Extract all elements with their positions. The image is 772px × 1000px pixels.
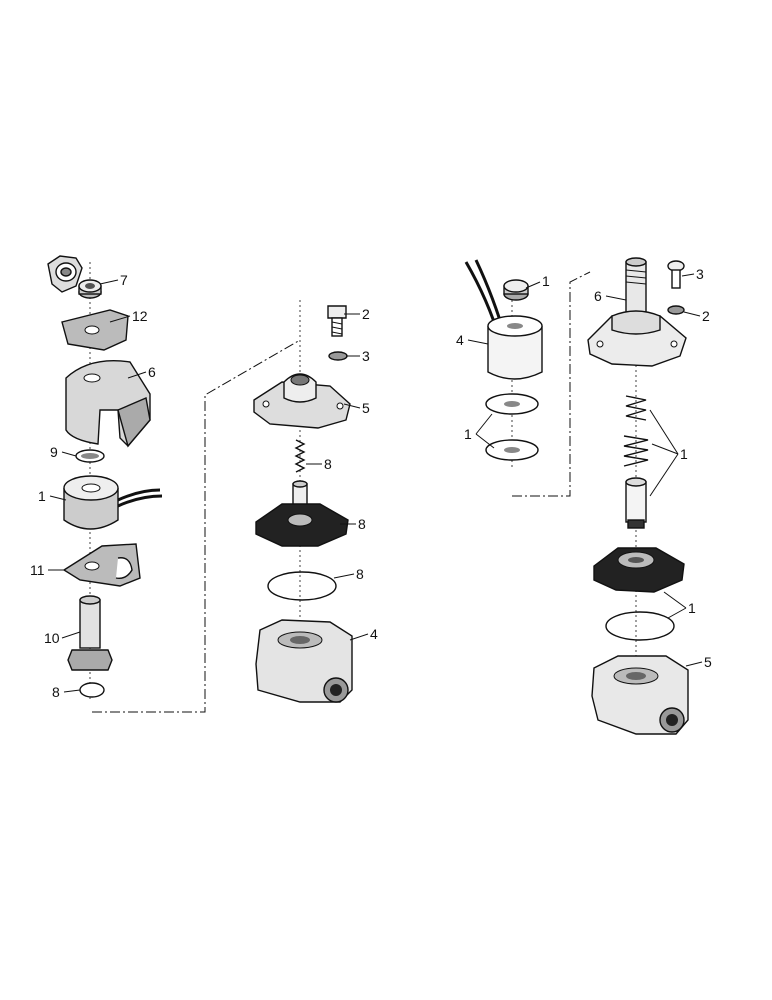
coil-part-1 [63, 475, 163, 530]
bonnet-part-5 [253, 373, 351, 429]
leader-4-left [349, 633, 369, 641]
leader-1-spring-lower [651, 443, 679, 455]
leader-1-left [49, 495, 67, 501]
leader-8-bottom [63, 689, 81, 693]
lock-washer-part-2-right [667, 305, 685, 315]
callout-9: 9 [50, 444, 58, 460]
housing-part-6 [65, 360, 151, 448]
screw-part-3-right [667, 260, 685, 289]
cap-nut [47, 255, 83, 293]
callout-5-left: 5 [362, 400, 370, 416]
callout-8-diaphragm: 8 [358, 516, 366, 532]
left-assembly-connection-line [92, 339, 301, 713]
callout-1-springs: 1 [680, 446, 688, 462]
leader-6 [127, 371, 147, 379]
plunger-part-1-right [625, 477, 647, 529]
callout-8-bottom: 8 [52, 684, 60, 700]
spring-part-1-lower [623, 435, 649, 467]
leader-2-right [683, 311, 701, 317]
leader-1-spring-upper [649, 409, 679, 455]
leader-1-nut [525, 281, 541, 289]
callout-8-oring: 8 [356, 566, 364, 582]
callout-1-diaphragm: 1 [688, 600, 696, 616]
callout-3-left: 3 [362, 348, 370, 364]
nut-part-1-right [503, 279, 529, 301]
callout-4-right: 4 [456, 332, 464, 348]
valve-body-part-4 [255, 619, 353, 703]
plunger-tube-part-10 [67, 595, 113, 671]
callout-5-right: 5 [704, 654, 712, 670]
leader-7 [99, 279, 119, 285]
callout-1-left: 1 [38, 488, 46, 504]
diaphragm-part-1-right [593, 547, 685, 593]
o-ring-part-1-right [605, 611, 675, 641]
callout-12: 12 [132, 308, 148, 324]
callout-4-left: 4 [370, 626, 378, 642]
spring-part-1-upper [625, 395, 647, 421]
leader-5-right [685, 661, 703, 667]
lock-washer-part-3 [328, 351, 348, 361]
coil-part-4-right [464, 259, 543, 380]
callout-1-nut: 1 [542, 273, 550, 289]
leader-1-plunger [649, 453, 679, 497]
callout-1-washers: 1 [464, 426, 472, 442]
callout-2-right: 2 [702, 308, 710, 324]
leader-8-oring [333, 573, 355, 579]
leader-5-left [343, 403, 361, 409]
spring-part-8 [294, 439, 306, 473]
callout-6-right: 6 [594, 288, 602, 304]
right-assembly: 1 4 1 3 6 2 1 1 5 [456, 257, 712, 735]
right-assembly-connection-line [512, 271, 591, 497]
callout-2-left: 2 [362, 306, 370, 322]
leader-1-washer-lower [475, 433, 495, 449]
callout-11: 11 [30, 562, 45, 578]
leader-12 [109, 315, 131, 323]
callout-3-right: 3 [696, 266, 704, 282]
leader-1-diaphragm [663, 591, 687, 609]
leader-9 [61, 451, 77, 457]
left-assembly: 7 12 6 9 1 11 10 8 2 3 5 8 8 8 4 [30, 255, 378, 713]
o-ring-part-8-large [267, 571, 337, 601]
leader-1-washer-upper [475, 413, 493, 435]
bracket-part-11 [62, 543, 141, 587]
callout-7: 7 [120, 272, 128, 288]
leader-1-oring [667, 607, 687, 619]
o-ring-part-8-small [79, 682, 105, 698]
leader-10 [61, 631, 81, 639]
bonnet-part-6-right [587, 257, 687, 367]
nut-part-7 [78, 279, 102, 299]
leader-4-right [467, 339, 489, 345]
diaphragm-part-8 [255, 480, 349, 547]
callout-8-spring: 8 [324, 456, 332, 472]
screw-part-2 [327, 305, 347, 337]
leader-3-right [681, 273, 695, 277]
leader-6-right [605, 295, 627, 301]
callout-6: 6 [148, 364, 156, 380]
callout-10: 10 [44, 630, 60, 646]
valve-body-part-5-right [591, 655, 689, 735]
